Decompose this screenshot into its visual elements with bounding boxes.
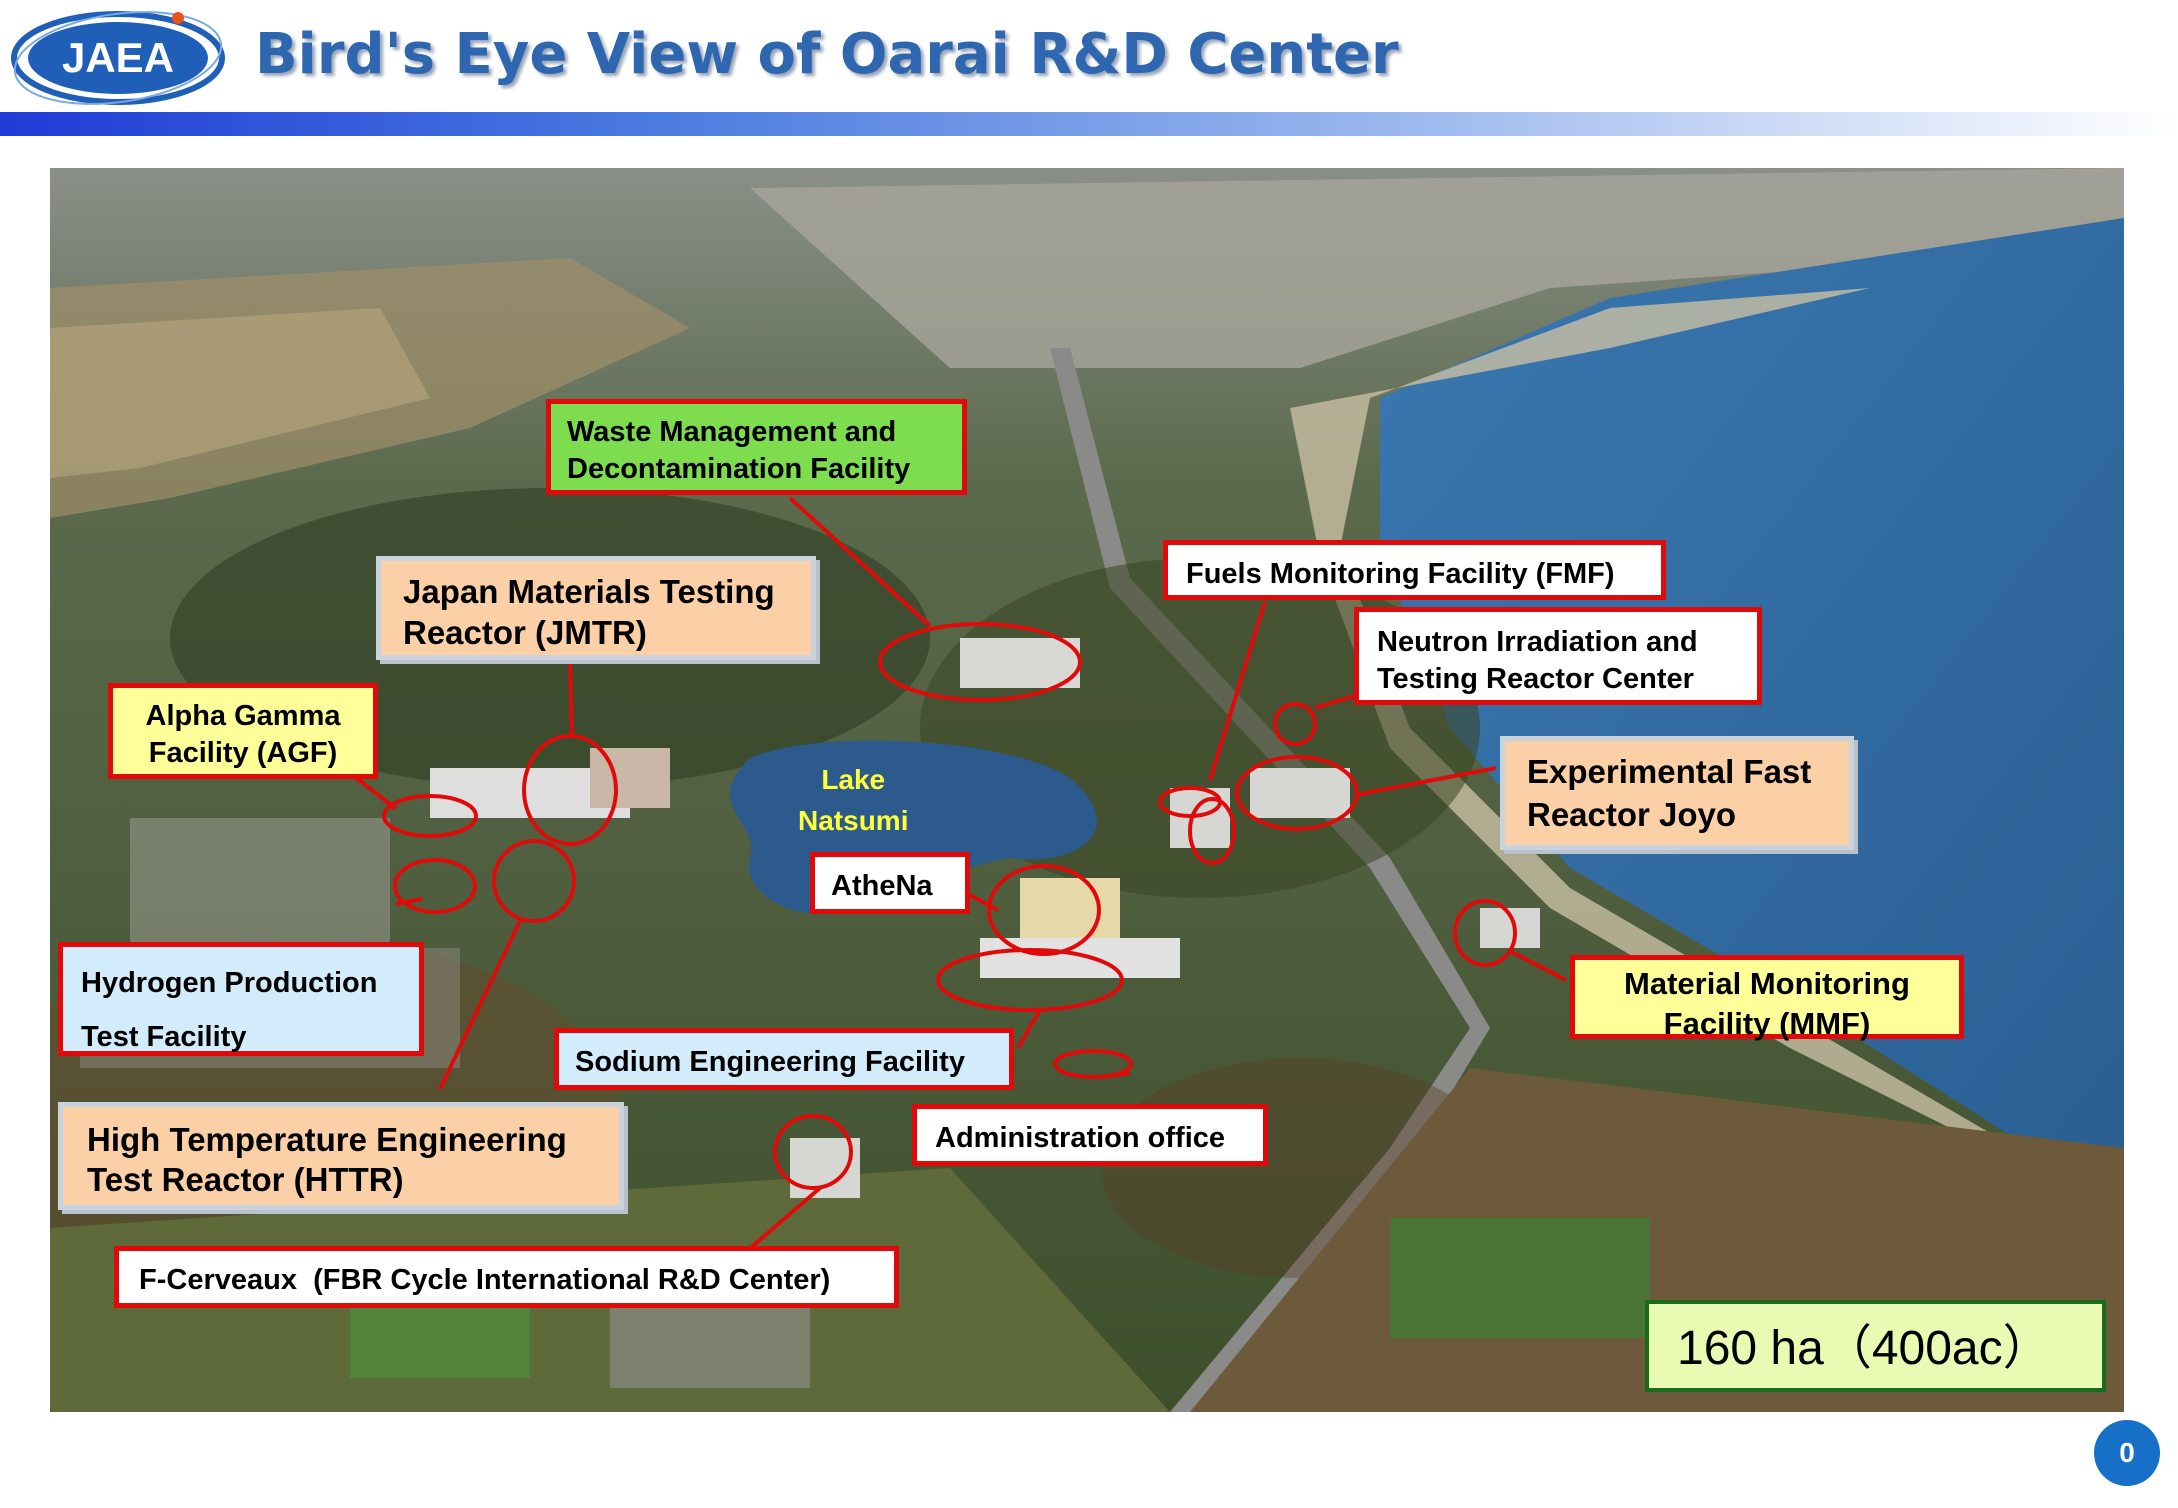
area-box: 160 ha（400ac） (1645, 1300, 2106, 1392)
header: JAEA Bird's Eye View of Oarai R&D Center (0, 0, 2178, 140)
label-hydrogen-production[interactable]: Hydrogen Production Test Facility (58, 942, 424, 1056)
label-joyo[interactable]: Experimental Fast Reactor Joyo (1500, 736, 1854, 850)
label-sodium-engineering[interactable]: Sodium Engineering Facility (554, 1028, 1014, 1090)
label-f-cerveaux[interactable]: F-Cerveaux (FBR Cycle International R&D … (114, 1246, 899, 1308)
label-waste-management-facility[interactable]: Waste Management and Decontamination Fac… (546, 399, 967, 495)
label-agf[interactable]: Alpha Gamma Facility (AGF) (108, 683, 378, 779)
label-athena[interactable]: AtheNa (810, 852, 970, 914)
title-underline-bar (0, 112, 2178, 136)
label-neutron-irradiation-center[interactable]: Neutron Irradiation and Testing Reactor … (1354, 607, 1762, 705)
svg-text:JAEA: JAEA (62, 34, 174, 81)
label-fmf[interactable]: Fuels Monitoring Facility (FMF) (1163, 540, 1666, 600)
page-title: Bird's Eye View of Oarai R&D Center (255, 22, 1399, 87)
label-httr[interactable]: High Temperature Engineering Test Reacto… (58, 1102, 624, 1210)
label-mmf[interactable]: Material Monitoring Facility (MMF) (1570, 955, 1964, 1041)
label-administration-office[interactable]: Administration office (912, 1104, 1268, 1166)
jaea-logo: JAEA (11, 11, 225, 105)
label-jmtr[interactable]: Japan Materials Testing Reactor (JMTR) (376, 556, 816, 660)
lake-natsumi-label: Lake Natsumi (798, 764, 909, 836)
page-number-badge: 0 (2094, 1420, 2160, 1486)
